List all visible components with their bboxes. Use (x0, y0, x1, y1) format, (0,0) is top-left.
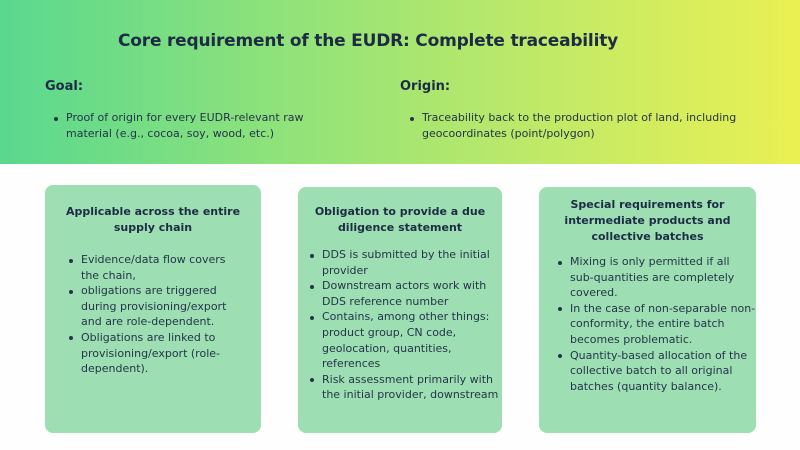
card-title: Applicable across the entire supply chai… (65, 205, 241, 234)
card-bullet-list: DDS is submitted by the initial provider… (308, 247, 504, 403)
header-gradient-band (0, 0, 800, 164)
card-list-item: Quantity-based allocation of the collect… (556, 348, 756, 395)
origin-list-item: Traceability back to the production plot… (408, 110, 768, 142)
card-list-item: In the case of non-separable non-conform… (556, 301, 756, 348)
card-list-item: Obligations are linked to provisioning/e… (67, 330, 247, 377)
origin-heading: Origin: (400, 79, 451, 94)
card-list-item: Mixing is only permitted if all sub-quan… (556, 254, 756, 301)
card-list-item: Downstream actors work with DDS referenc… (308, 278, 504, 309)
goal-list-item: Proof of origin for every EUDR-relevant … (52, 110, 332, 142)
card-due-diligence-statement: Obligation to provide a due diligence st… (298, 187, 502, 433)
card-list-item: Contains, among other things: product gr… (308, 309, 504, 371)
card-title: Obligation to provide a due diligence st… (314, 205, 486, 234)
card-supply-chain: Applicable across the entire supply chai… (45, 185, 261, 433)
card-list-item: Evidence/data flow covers the chain, (67, 252, 247, 283)
card-bullet-list: Evidence/data flow covers the chain, obl… (67, 252, 247, 377)
card-bullet-list: Mixing is only permitted if all sub-quan… (556, 254, 756, 394)
card-intermediate-products: Special requirements for intermediate pr… (539, 187, 756, 433)
card-list-item: Risk assessment primarily with the initi… (308, 372, 504, 403)
card-title: Special requirements for intermediate pr… (564, 198, 731, 243)
card-list-item: obligations are triggered during provisi… (67, 283, 247, 330)
goal-list: Proof of origin for every EUDR-relevant … (52, 110, 332, 142)
goal-heading: Goal: (45, 79, 84, 94)
page-title: Core requirement of the EUDR: Complete t… (118, 31, 618, 51)
origin-list: Traceability back to the production plot… (408, 110, 768, 142)
card-list-item: DDS is submitted by the initial provider (308, 247, 504, 278)
